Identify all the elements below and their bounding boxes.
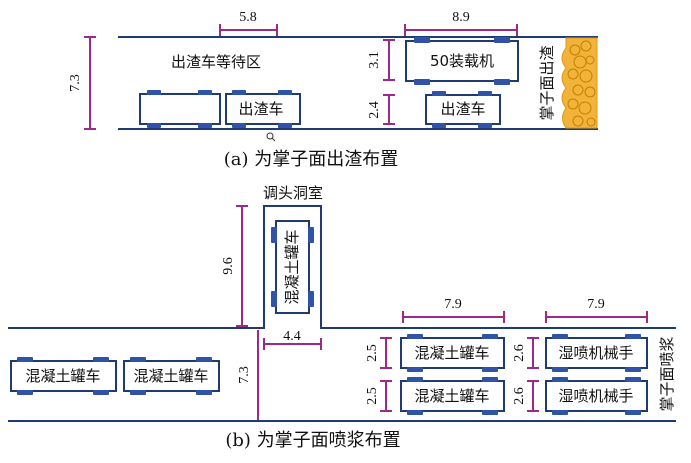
magnifier-icon	[266, 132, 276, 142]
dim-sprayer-length: 7.9	[545, 297, 648, 323]
mixer-vertical-label: 混凝土罐车	[283, 229, 301, 304]
mixer-truck-left-2: 混凝土罐车	[123, 357, 220, 395]
face-spray-label: 掌子面喷浆	[658, 336, 676, 411]
mixer-truck-right-bottom: 混凝土罐车	[400, 377, 505, 415]
loader-50: 50装载机	[405, 37, 519, 85]
dim-tunnel-height: 7.3	[237, 330, 259, 420]
dim-chamber-depth: 9.6	[221, 205, 248, 327]
dim-mixer-height-bottom-label: 2.5	[365, 387, 380, 405]
dim-mixer-length: 7.9	[402, 297, 505, 323]
dim-loader-height: 3.1	[367, 39, 395, 81]
dim-mixer-length-label: 7.9	[444, 297, 462, 312]
dim-truck-height-label: 2.4	[367, 101, 382, 119]
rock-face-icon	[561, 37, 598, 129]
dim-width-left-label: 5.8	[239, 10, 257, 25]
dim-sprayer-height-top-label: 2.6	[512, 344, 527, 362]
muck-truck-right-label: 出渣车	[440, 100, 485, 118]
dim-chamber-depth-label: 9.6	[221, 257, 236, 275]
dim-width-right-label: 8.9	[452, 10, 470, 25]
dim-loader-height-label: 3.1	[367, 51, 382, 69]
mixer-truck-left-1: 混凝土罐车	[10, 357, 117, 395]
empty-truck-left	[139, 90, 221, 128]
panel-b-caption: (b) 为掌子面喷浆布置	[225, 430, 400, 451]
dim-mixer-height-top: 2.5	[365, 337, 392, 369]
dim-height-total: 7.3	[68, 36, 96, 130]
dim-width-left: 5.8	[219, 10, 278, 36]
dim-mixer-height-bottom: 2.5	[365, 380, 392, 412]
muck-truck-left: 出渣车	[225, 90, 301, 128]
sprayer-bottom: 湿喷机械手	[545, 377, 648, 415]
panel-a-caption: (a) 为掌子面出渣布置	[224, 149, 399, 170]
face-muck-label: 掌子面出渣	[538, 45, 556, 120]
dim-tunnel-height-label: 7.3	[237, 366, 252, 384]
muck-truck-left-label: 出渣车	[238, 100, 283, 118]
mixer-left-1-label: 混凝土罐车	[25, 367, 100, 385]
panel-b-top-wall	[8, 205, 676, 329]
mixer-right-top-label: 混凝土罐车	[414, 344, 489, 362]
dim-sprayer-height-bottom-label: 2.6	[512, 387, 527, 405]
sprayer-top: 湿喷机械手	[545, 334, 648, 372]
mixer-right-bottom-label: 混凝土罐车	[414, 387, 489, 405]
dim-sprayer-height-bottom: 2.6	[512, 380, 539, 412]
dim-chamber-width: 4.4	[263, 329, 322, 350]
panel-b: 调头洞室 9.6 4.4 7.3 混凝	[8, 184, 676, 451]
panel-a: 5.8 8.9 7.3 3.1 2.4	[68, 10, 598, 170]
sprayer-top-label: 湿喷机械手	[558, 344, 633, 362]
sprayer-bottom-label: 湿喷机械手	[558, 387, 633, 405]
dim-sprayer-length-label: 7.9	[587, 297, 605, 312]
mixer-left-2-label: 混凝土罐车	[133, 367, 208, 385]
chamber-label: 调头洞室	[263, 184, 323, 202]
loader-label: 50装载机	[430, 52, 494, 70]
dim-chamber-width-label: 4.4	[283, 329, 301, 344]
dim-truck-height: 2.4	[367, 94, 395, 125]
mixer-truck-right-top: 混凝土罐车	[400, 334, 505, 372]
dim-sprayer-height-top: 2.6	[512, 337, 539, 369]
dim-width-right: 8.9	[404, 10, 518, 36]
waiting-zone-label: 出渣车等待区	[171, 53, 261, 71]
dim-mixer-height-top-label: 2.5	[365, 344, 380, 362]
mixer-truck-vertical: 混凝土罐车	[271, 220, 314, 314]
muck-truck-right: 出渣车	[425, 91, 501, 128]
dim-height-total-label: 7.3	[68, 74, 83, 92]
